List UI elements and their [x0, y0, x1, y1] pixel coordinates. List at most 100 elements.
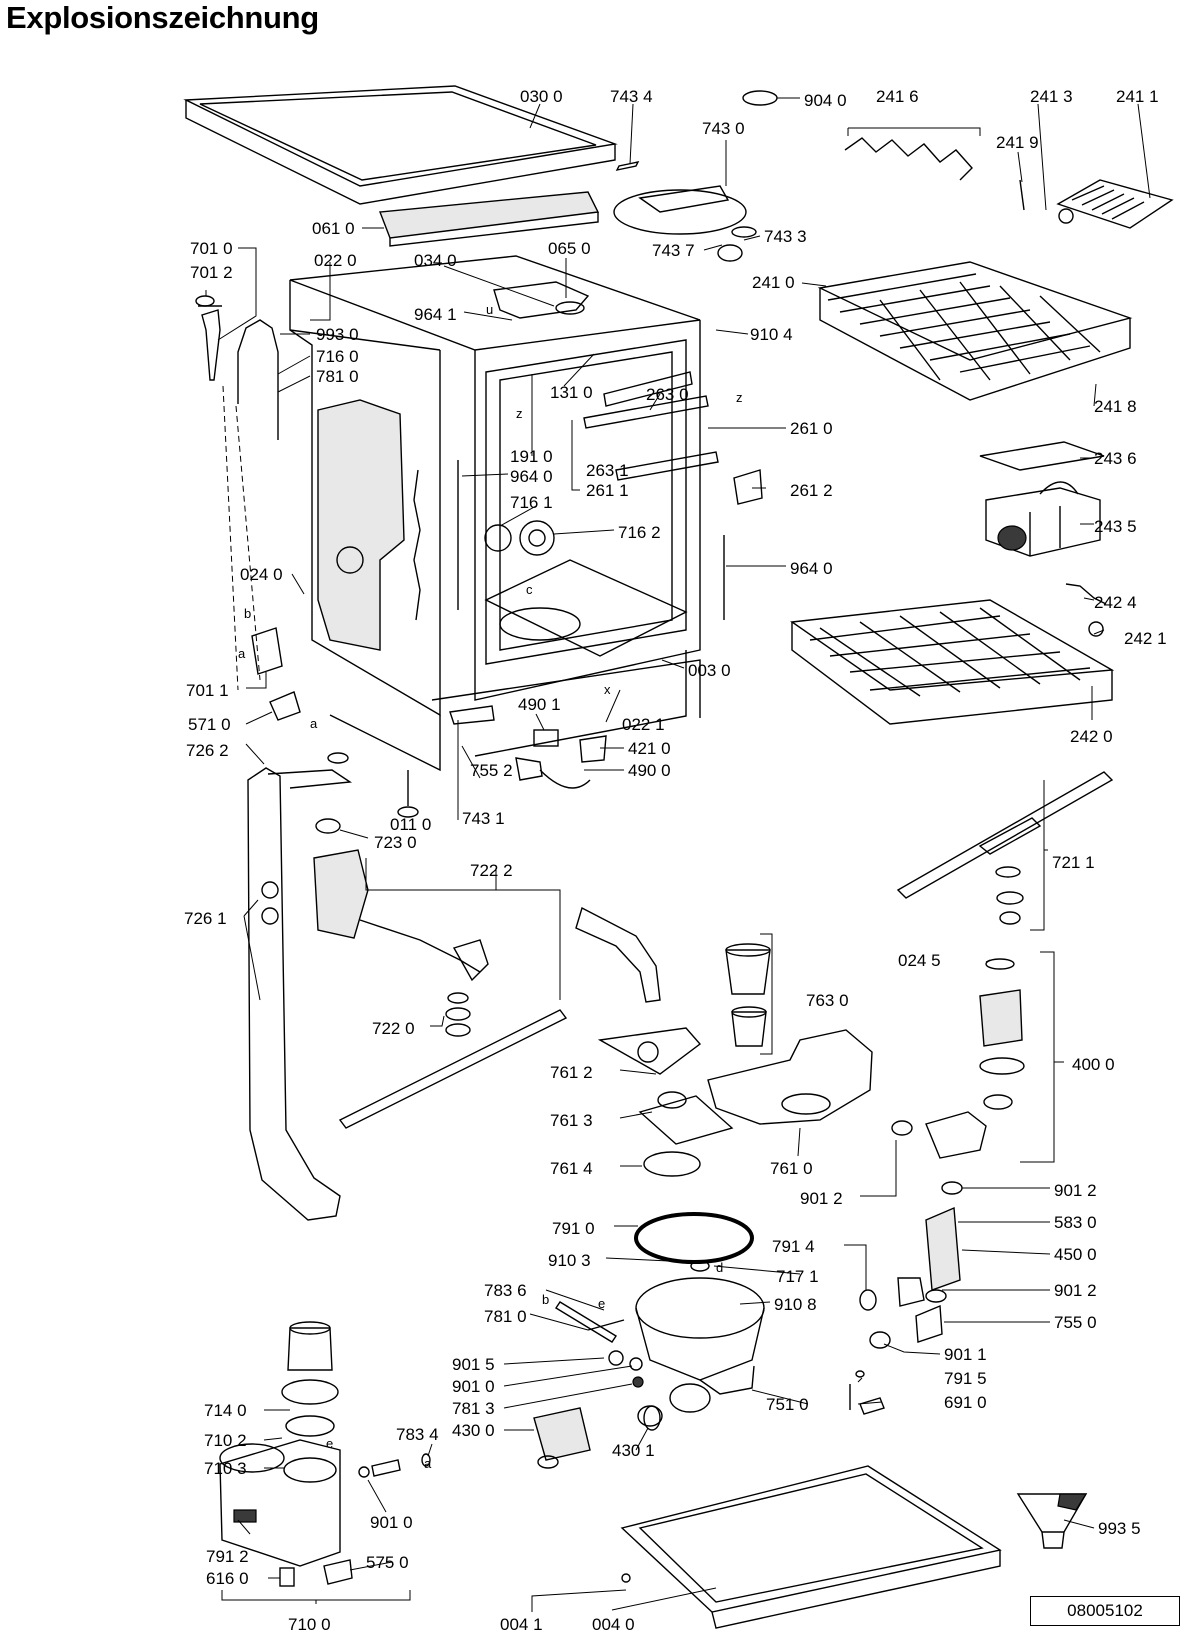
label-022-0: 022 0 — [314, 251, 357, 270]
label-490-1: 490 1 — [518, 695, 561, 714]
part-761-2 — [575, 906, 702, 1075]
lower-basket — [790, 599, 1115, 725]
label-743-4: 743 4 — [610, 87, 653, 106]
label-065-0: 065 0 — [548, 239, 591, 258]
label-430-1: 430 1 — [612, 1441, 655, 1460]
part-710-0 — [219, 1321, 431, 1587]
label-241-1: 241 1 — [1116, 87, 1159, 106]
label-721-1: 721 1 — [1052, 853, 1095, 872]
label-710-2: 710 2 — [204, 1431, 247, 1450]
label-024-5: 024 5 — [898, 951, 941, 970]
part-761-3 — [638, 1091, 734, 1145]
label-901-1: 901 1 — [944, 1345, 987, 1364]
part-717-1 — [690, 1260, 710, 1272]
part-743-4 — [615, 161, 640, 171]
label-263-1: 263 1 — [586, 461, 629, 480]
label-743-7: 743 7 — [652, 241, 695, 260]
part-791-0 — [634, 1212, 754, 1264]
label-701-1: 701 1 — [186, 681, 229, 700]
cutlery-basket — [979, 441, 1105, 557]
label-722-0: 722 0 — [372, 1019, 415, 1038]
label-242-0: 242 0 — [1070, 727, 1113, 746]
label-716-0: 716 0 — [316, 347, 359, 366]
ref-letter-b: b — [542, 1292, 549, 1307]
part-761-0 — [707, 1029, 873, 1125]
label-714-0: 714 0 — [204, 1401, 247, 1420]
part-755-2 — [449, 705, 495, 725]
part-701-1 — [251, 627, 283, 675]
label-901-0b: 901 0 — [370, 1513, 413, 1532]
leader-lines — [205, 97, 1151, 1612]
label-261-2: 261 2 — [790, 481, 833, 500]
ref-letter-a: a — [238, 646, 246, 661]
part-721-1 — [896, 771, 1114, 925]
drawing-number: 08005102 — [1030, 1596, 1180, 1626]
label-004-1: 004 1 — [500, 1615, 543, 1634]
label-901-2a: 901 2 — [800, 1189, 843, 1208]
label-743-0: 743 0 — [702, 119, 745, 138]
label-964-0b: 964 0 — [790, 559, 833, 578]
label-030-0: 030 0 — [520, 87, 563, 106]
label-763-0: 763 0 — [806, 991, 849, 1010]
label-691-0: 691 0 — [944, 1393, 987, 1412]
label-726-2: 726 2 — [186, 741, 229, 760]
label-791-0: 791 0 — [552, 1219, 595, 1238]
label-755-2: 755 2 — [470, 761, 513, 780]
label-751-0: 751 0 — [766, 1395, 809, 1414]
label-243-6: 243 6 — [1094, 449, 1137, 468]
label-717-1: 717 1 — [776, 1267, 819, 1286]
label-241-3: 241 3 — [1030, 87, 1073, 106]
label-910-3: 910 3 — [548, 1251, 591, 1270]
label-583-0: 583 0 — [1054, 1213, 1097, 1232]
label-710-0: 710 0 — [288, 1615, 331, 1634]
label-131-0: 131 0 — [550, 383, 593, 402]
label-241-8: 241 8 — [1094, 397, 1137, 416]
part-726-1 — [247, 752, 353, 1221]
part-242-4 — [1065, 583, 1107, 605]
ref-letter-z: z — [516, 406, 523, 421]
part-904-0 — [742, 90, 778, 106]
label-490-0: 490 0 — [628, 761, 671, 780]
label-243-5: 243 5 — [1094, 517, 1137, 536]
label-901-2c: 901 2 — [1054, 1281, 1097, 1300]
ref-letter-e: e — [326, 1436, 333, 1451]
label-910-8: 910 8 — [774, 1295, 817, 1314]
label-061-0: 061 0 — [312, 219, 355, 238]
label-022-1: 022 1 — [622, 715, 665, 734]
part-065-0 — [493, 281, 590, 319]
label-761-3: 761 3 — [550, 1111, 593, 1130]
part-400-0 — [891, 958, 1025, 1159]
label-723-0: 723 0 — [374, 833, 417, 852]
label-791-5: 791 5 — [944, 1369, 987, 1388]
label-901-5: 901 5 — [452, 1355, 495, 1374]
part-450-0 — [859, 1181, 963, 1349]
label-616-0: 616 0 — [206, 1569, 249, 1588]
ref-letter-c: c — [526, 582, 533, 597]
label-710-3: 710 3 — [204, 1459, 247, 1478]
label-910-4: 910 4 — [750, 325, 793, 344]
ref-letter-d: d — [716, 1260, 723, 1275]
ref-letter-a: a — [310, 716, 318, 731]
label-421-0: 421 0 — [628, 739, 671, 758]
part-011-0 — [397, 770, 419, 818]
part-701-0 — [195, 295, 279, 691]
part-761-4 — [643, 1151, 701, 1177]
part-722-0 — [313, 849, 568, 1129]
ref-letter-e: e — [598, 1296, 605, 1311]
label-261-0: 261 0 — [790, 419, 833, 438]
label-743-3: 743 3 — [764, 227, 807, 246]
ref-letter-z: z — [736, 390, 743, 405]
label-263-0: 263 0 — [646, 385, 689, 404]
label-964-0a: 964 0 — [510, 467, 553, 486]
ref-letter-b: b — [244, 606, 251, 621]
part-571-0 — [269, 691, 301, 721]
label-011-0: 011 0 — [390, 815, 431, 834]
part-723-0 — [315, 818, 341, 834]
part-430-0 — [533, 1405, 661, 1469]
label-241-6: 241 6 — [876, 87, 919, 106]
label-034-0: 034 0 — [414, 251, 457, 270]
page-title: Explosionszeichnung — [6, 0, 319, 35]
label-575-0: 575 0 — [366, 1553, 409, 1572]
label-242-1: 242 1 — [1124, 629, 1167, 648]
label-004-0: 004 0 — [592, 1615, 635, 1634]
